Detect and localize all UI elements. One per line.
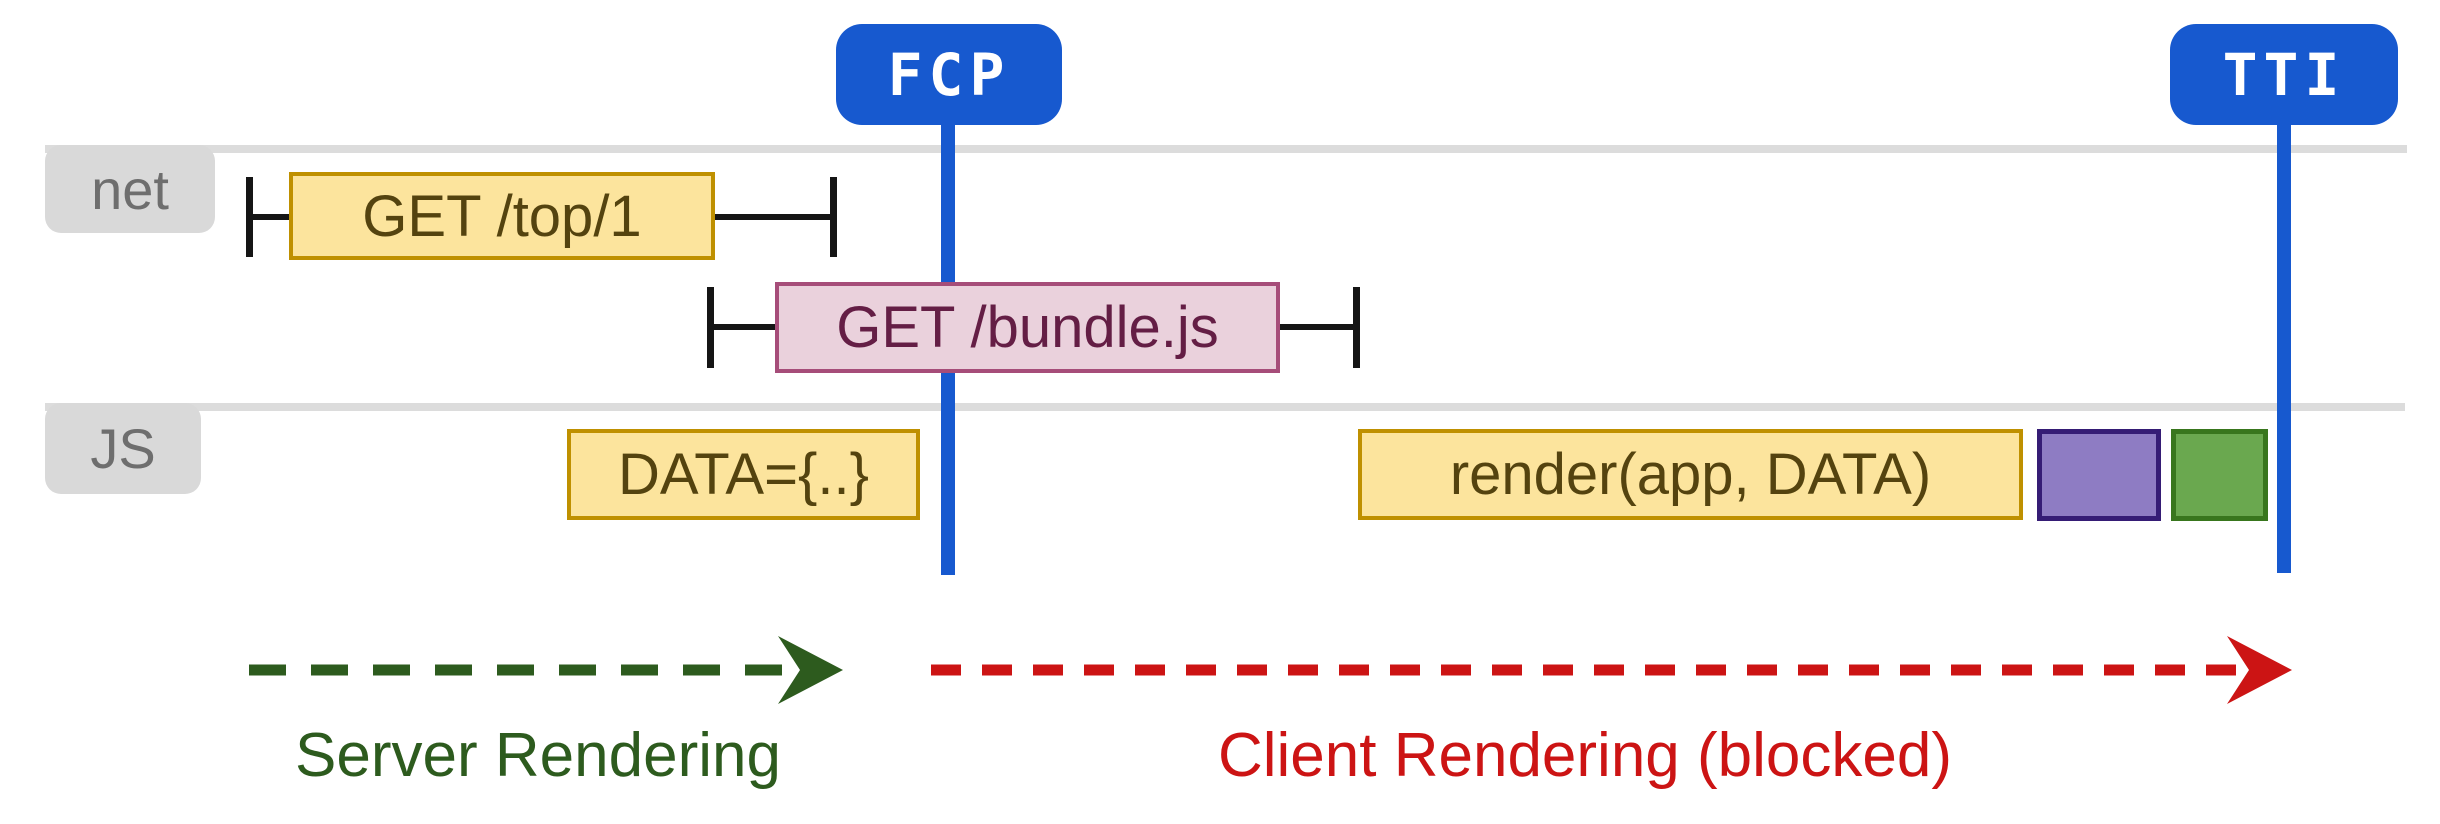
get-bundle-start-tick (707, 287, 714, 368)
purple-task-bar (2037, 429, 2161, 521)
net-track-label: net (45, 145, 215, 233)
js-track-label-text: JS (90, 417, 156, 480)
get-top-start-tick (246, 177, 253, 257)
get-top-request-bar: GET /top/1 (289, 172, 715, 260)
get-top-right-whisker (715, 214, 833, 220)
get-bundle-request-bar: GET /bundle.js (775, 282, 1280, 373)
client-rendering-label: Client Rendering (blocked) (1217, 721, 1953, 790)
js-track-line (45, 403, 2405, 411)
data-assign-task-bar: DATA={..} (567, 429, 920, 520)
net-track-label-text: net (91, 157, 169, 221)
data-assign-task-label: DATA={..} (618, 442, 869, 507)
get-top-end-tick (830, 177, 837, 257)
get-bundle-right-whisker (1280, 324, 1355, 330)
get-bundle-request-label: GET /bundle.js (836, 295, 1219, 360)
server-rendering-label: Server Rendering (295, 721, 781, 790)
render-call-task-bar: render(app, DATA) (1358, 429, 2023, 520)
get-bundle-end-tick (1353, 287, 1360, 368)
get-top-left-whisker (253, 214, 289, 220)
server-rendering-arrow (249, 636, 843, 704)
tti-badge: TTI (2170, 24, 2398, 125)
tti-marker-line (2277, 120, 2291, 573)
get-top-request-label: GET /top/1 (362, 183, 642, 249)
get-bundle-left-whisker (714, 324, 775, 330)
fcp-badge-text: FCP (887, 40, 1011, 109)
render-call-task-label: render(app, DATA) (1449, 442, 1932, 507)
tti-badge-text: TTI (2222, 40, 2346, 109)
phase-arrows (249, 636, 2292, 704)
green-task-bar (2171, 429, 2268, 521)
net-track-line (45, 145, 2407, 153)
client-rendering-arrow (931, 636, 2292, 704)
js-track-label: JS (45, 403, 201, 494)
fcp-badge: FCP (836, 24, 1062, 125)
